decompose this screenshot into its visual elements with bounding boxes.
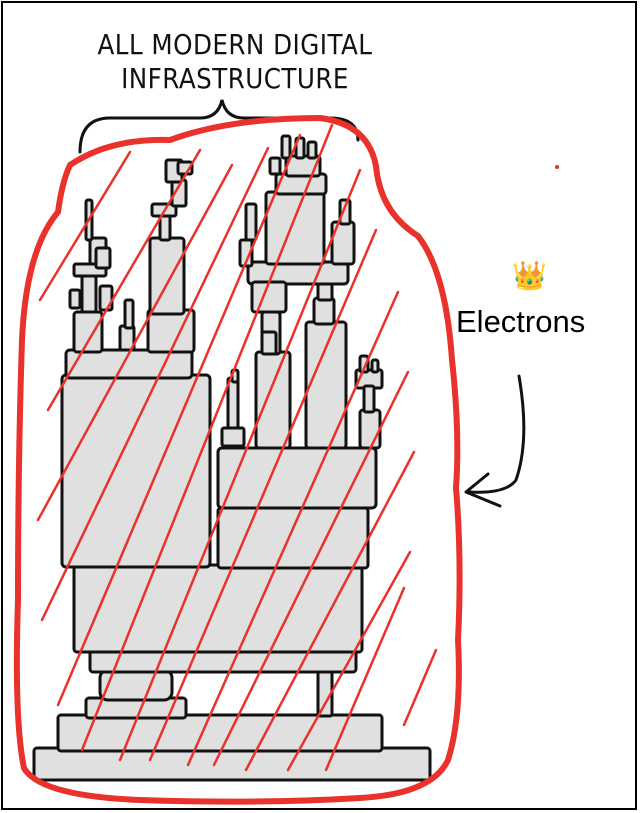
hatching bbox=[36, 123, 438, 772]
crown-icon: 👑 bbox=[512, 259, 547, 292]
block-tower bbox=[32, 134, 432, 782]
arrow-head-icon bbox=[464, 472, 502, 508]
title-line-1: ALL MODERN DIGITAL bbox=[97, 28, 373, 61]
electrons-label: Electrons bbox=[456, 304, 586, 339]
title-line-2: INFRASTRUCTURE bbox=[121, 62, 349, 95]
arrow-line bbox=[468, 374, 526, 494]
brace bbox=[78, 99, 360, 154]
red-dot bbox=[555, 165, 559, 169]
outline-loop bbox=[13, 115, 463, 805]
title: ALL MODERN DIGITAL INFRASTRUCTURE bbox=[90, 28, 380, 96]
